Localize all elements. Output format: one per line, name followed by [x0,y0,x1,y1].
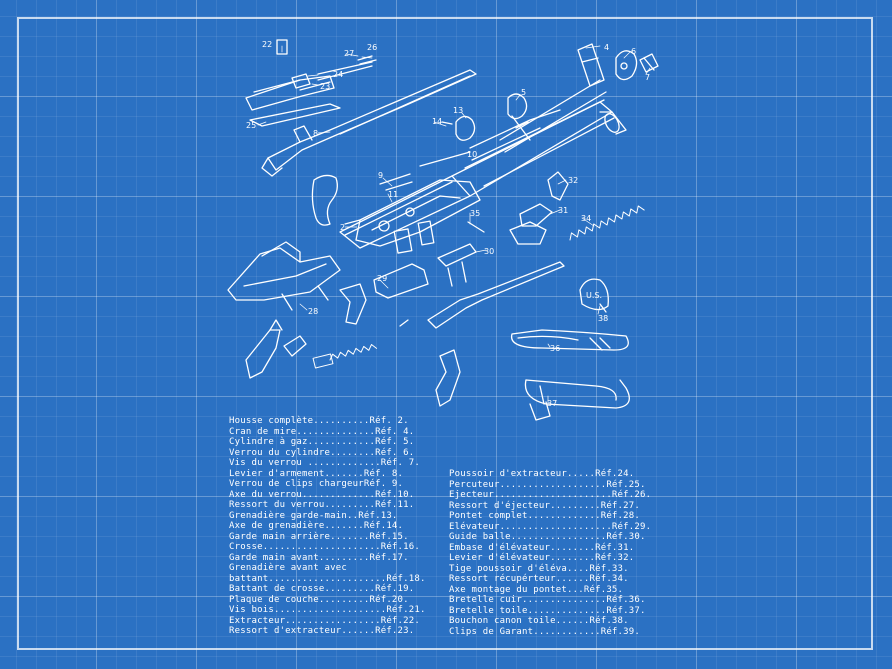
pins [282,116,484,310]
parts-list-item: Ressort du verrou.........Réf.11. [229,500,415,510]
callout-5: 5 [521,88,526,97]
parts-list-item: Cylindre à gaz............Réf. 5. [229,437,415,447]
parts-list-item: Vis bois....................Réf.21. [229,605,426,615]
parts-list-item: Axe de grenadière.......Réf.14. [229,521,404,531]
parts-list-item: Elévateur....................Réf.29. [449,521,652,532]
bolt-parts [246,40,376,126]
callout-34: 34 [581,214,591,223]
callout-27: 27 [344,49,354,58]
callout-7: 7 [645,73,650,82]
callout-32: 32 [568,176,578,185]
callout-22: 22 [262,40,272,49]
callout-36: 36 [550,344,560,353]
parts-list-item: Ressort récupérteur......Réf.34. [449,574,629,584]
callout-6: 6 [631,47,636,56]
parts-list-right: Poussoir d'extracteur.....Réf.24. Percut… [449,469,651,637]
web-sling [525,380,629,420]
callout-13: 13 [453,106,463,115]
us-stamp: U.S. [586,291,602,300]
callout-30: 30 [484,247,494,256]
blueprint-frame [17,17,873,650]
callout-10: 10 [467,150,477,159]
parts-list-item: Bretelle cuir...............Réf.36. [449,595,646,605]
callout-labels: 2 4 5 6 7 8 9 10 11 13 14 22 23 24 25 26… [246,40,650,408]
barrel-assembly [340,80,626,248]
callout-8: 8 [313,129,318,138]
callout-31: 31 [558,206,568,215]
receiver [345,180,480,253]
callout-9: 9 [378,171,383,180]
front-sight-parts [508,44,658,140]
parts-list-item: Verrou de clips chargeurRéf. 9. [229,479,404,489]
callout-4: 4 [604,43,609,52]
parts-list-item: Axe montage du pontet...Réf.35. [449,584,624,595]
operating-rod [262,70,476,176]
parts-list-item: Extracteur.................Réf.22. [229,615,421,626]
leader-lines [258,46,650,404]
parts-list-item: Levier d'élévateur........Réf.32. [449,553,635,563]
callout-26: 26 [367,43,377,52]
parts-list-item: Ejecteur.....................Réf.26. [449,490,652,500]
parts-list-item: Guide balle.................Réf.30. [449,532,646,542]
springs [313,204,644,368]
callout-23: 23 [320,82,330,91]
parts-list-item: Garde main avant.........Réf.17. [229,552,409,563]
parts-list-item: Bretelle toile..............Réf.37. [449,605,646,616]
callout-2: 2 [340,223,345,232]
parts-list-item: Cran de mire..............Réf. 4. [229,426,415,437]
callout-38: 38 [598,314,608,323]
parts-list-item: Clips de Garant............Réf.39. [449,626,641,637]
parts-list-item: Ressort d'extracteur......Réf.23. [229,626,415,636]
callout-25: 25 [246,121,256,130]
parts-list-item: Bouchon canon toile......Réf.38. [449,616,629,626]
parts-list-left: Housse complète..........Réf. 2. Cran de… [229,416,426,637]
parts-list-item: Axe du verrou.............Réf.10. [229,489,415,500]
parts-list-item: Vis du verrou .............Réf. 7. [229,458,421,468]
parts-list-item: Plaque de couche.........Réf.20. [229,594,409,605]
callout-35: 35 [470,209,480,218]
parts-list-item: Embase d'élévateur........Réf.31. [449,542,635,553]
parts-list-item: Crosse.....................Réf.16. [229,542,421,552]
parts-list-item: battant.....................Réf.18. [229,573,426,584]
callout-24: 24 [333,70,343,79]
callout-14: 14 [432,117,442,126]
barrel-plug: U.S. [580,279,608,312]
callout-29: 29 [377,274,387,283]
parts-list-item: Pontet complet.............Réf.28. [449,511,641,521]
parts-list-item: Grenadière garde-main..Réf.13. [229,510,398,521]
parts-list-item: Garde main arrière.......Réf.15. [229,531,409,542]
follower-parts [400,172,568,328]
parts-list-item: Percuteur...................Réf.25. [449,479,646,490]
parts-list-item: Tige poussoir d'éléva....Réf.33. [449,563,629,574]
leather-sling [512,330,629,350]
parts-list-item: Grenadière avant avec [229,563,347,573]
parts-list-item: Ressort d'éjecteur.........Réf.27. [449,500,641,511]
parts-list-item: Battant de crosse.........Réf.19. [229,584,415,594]
parts-list-item: Verrou du cylindre........Réf. 6. [229,447,415,458]
callout-28: 28 [308,307,318,316]
parts-list-item: Housse complète..........Réf. 2. [229,416,409,426]
callout-11: 11 [388,190,398,199]
parts-list-item: Poussoir d'extracteur.....Réf.24. [449,469,635,479]
parts-list-item: Levier d'armement.......Réf. 8. [229,468,404,479]
trigger-group [228,175,476,406]
callout-37: 37 [547,399,557,408]
